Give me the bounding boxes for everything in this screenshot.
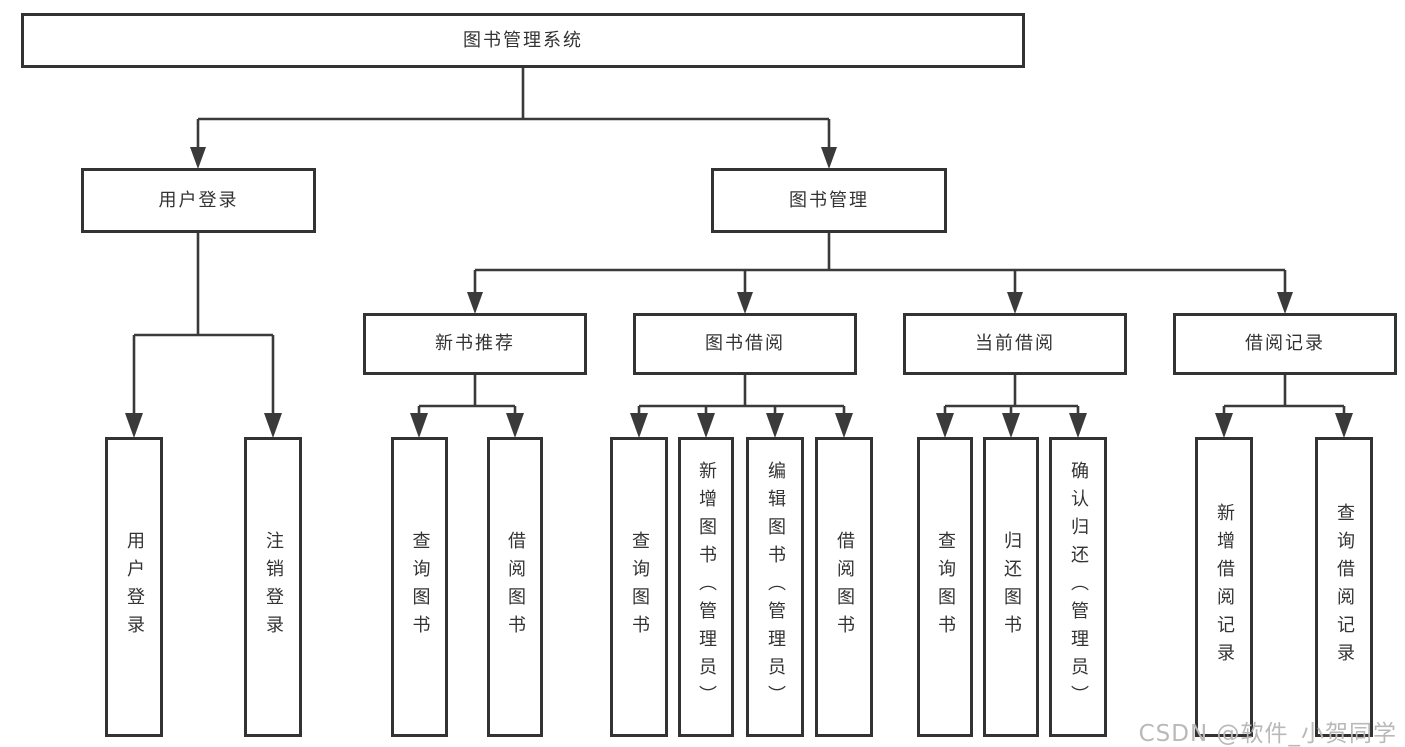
node-root: 图书管理系统 bbox=[21, 13, 1025, 68]
node-new-book-recommend-label: 新书推荐 bbox=[435, 333, 515, 354]
node-book-management-label: 图书管理 bbox=[789, 189, 869, 211]
node-book-management: 图书管理 bbox=[711, 168, 947, 233]
node-leaf-logout-label: 注销登录 bbox=[263, 531, 284, 643]
arrowhead-icons bbox=[125, 147, 1353, 438]
node-leaf-add-borrow-record: 新增借阅记录 bbox=[1195, 437, 1253, 737]
node-leaf-confirm-return-admin-label: 确认归还（管理员） bbox=[1068, 461, 1089, 713]
node-leaf-confirm-return-admin: 确认归还（管理员） bbox=[1049, 437, 1107, 737]
node-book-borrow-label: 图书借阅 bbox=[705, 333, 785, 354]
node-leaf-user-login: 用户登录 bbox=[105, 437, 163, 737]
node-borrow-record: 借阅记录 bbox=[1173, 313, 1397, 375]
node-leaf-search-books-borrow-label: 查询图书 bbox=[629, 531, 650, 643]
node-user-login: 用户登录 bbox=[81, 168, 316, 233]
node-leaf-add-books-admin-label: 新增图书（管理员） bbox=[696, 461, 717, 713]
node-user-login-label: 用户登录 bbox=[158, 189, 239, 211]
node-leaf-user-login-label: 用户登录 bbox=[124, 531, 145, 643]
node-root-label: 图书管理系统 bbox=[463, 29, 583, 51]
node-leaf-search-borrow-record-label: 查询借阅记录 bbox=[1334, 503, 1355, 671]
node-leaf-logout: 注销登录 bbox=[244, 437, 302, 737]
node-leaf-add-books-admin: 新增图书（管理员） bbox=[678, 437, 734, 737]
node-leaf-add-borrow-record-label: 新增借阅记录 bbox=[1214, 503, 1235, 671]
node-leaf-search-books-current: 查询图书 bbox=[917, 437, 973, 737]
node-leaf-search-books-current-label: 查询图书 bbox=[935, 531, 956, 643]
node-current-borrow: 当前借阅 bbox=[903, 313, 1127, 375]
node-leaf-borrow-books-recommend-label: 借阅图书 bbox=[505, 531, 526, 643]
node-leaf-edit-books-admin-label: 编辑图书（管理员） bbox=[765, 461, 786, 713]
node-leaf-edit-books-admin: 编辑图书（管理员） bbox=[746, 437, 804, 737]
node-leaf-borrow-books-label: 借阅图书 bbox=[834, 531, 855, 643]
node-borrow-record-label: 借阅记录 bbox=[1245, 333, 1325, 354]
node-new-book-recommend: 新书推荐 bbox=[363, 313, 587, 375]
node-leaf-search-books-borrow: 查询图书 bbox=[610, 437, 668, 737]
node-book-borrow: 图书借阅 bbox=[633, 313, 857, 375]
node-leaf-search-books-recommend-label: 查询图书 bbox=[409, 531, 431, 643]
node-leaf-search-books-recommend: 查询图书 bbox=[391, 437, 448, 737]
node-leaf-return-books: 归还图书 bbox=[983, 437, 1039, 737]
node-leaf-borrow-books: 借阅图书 bbox=[815, 437, 873, 737]
node-leaf-search-borrow-record: 查询借阅记录 bbox=[1315, 437, 1373, 737]
node-leaf-return-books-label: 归还图书 bbox=[1001, 531, 1022, 643]
node-current-borrow-label: 当前借阅 bbox=[975, 333, 1055, 354]
node-leaf-borrow-books-recommend: 借阅图书 bbox=[487, 437, 543, 737]
